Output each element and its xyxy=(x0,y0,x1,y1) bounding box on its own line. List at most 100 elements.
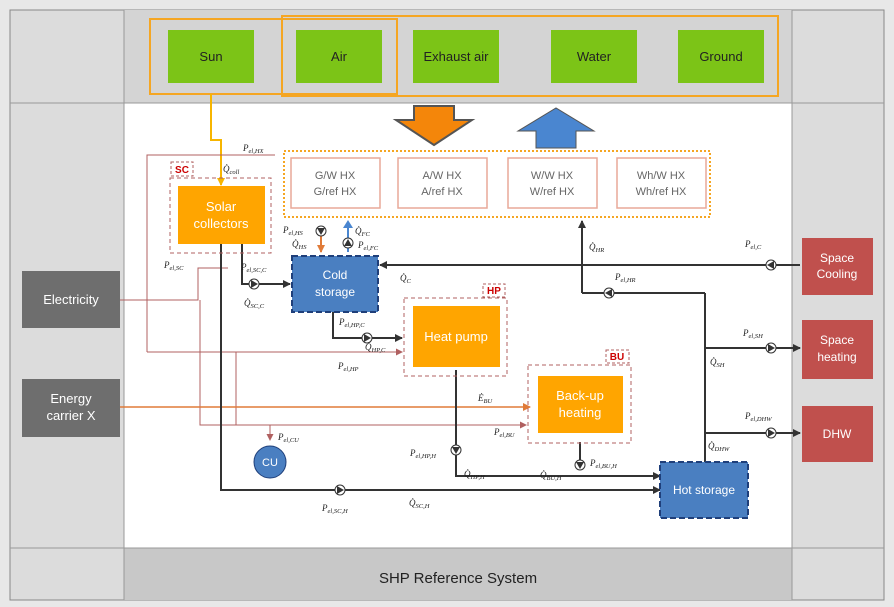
hp-tag: HP xyxy=(482,283,506,298)
source-exhaust-air: Exhaust air xyxy=(413,30,499,83)
bu-tag-label: BU xyxy=(610,352,624,363)
flow-label: Q̇SC,C xyxy=(244,298,265,310)
ambient-sources-outline xyxy=(281,15,779,97)
flow-label: Pel,SH xyxy=(742,328,763,340)
flow-label: Q̇coll xyxy=(223,164,239,176)
hx-air: A/W HX A/ref HX xyxy=(397,157,488,209)
source-water: Water xyxy=(551,30,637,83)
flow-label: Pel,HS xyxy=(282,225,304,237)
flow-label: ĖBU xyxy=(477,393,493,405)
hx-water-line2: W/ref HX xyxy=(530,186,575,198)
flow-label: Pel,FC xyxy=(357,240,379,252)
input-energy-carrier: Energy carrier X xyxy=(22,379,120,437)
heat-down-arrow xyxy=(392,105,476,147)
hx-air-line1: A/W HX xyxy=(422,170,462,182)
heat-pump: Heat pump xyxy=(413,306,500,367)
input-energy-carrier-line1: Energy xyxy=(50,391,92,406)
pump-icon xyxy=(342,237,354,249)
source-air-label: Air xyxy=(331,49,348,64)
pump-icon xyxy=(765,342,777,354)
hx-ground-line1: G/W HX xyxy=(315,170,356,182)
cu-label: CU xyxy=(262,457,278,469)
backup-heating-line2: heating xyxy=(559,405,602,420)
pumps xyxy=(248,225,777,496)
hot-storage-label: Hot storage xyxy=(673,483,735,497)
sc-boundary xyxy=(169,177,272,254)
output-space-cooling-line2: Cooling xyxy=(817,267,858,281)
hx-air-line2: A/ref HX xyxy=(421,186,463,198)
flow-label: Q̇SC,H xyxy=(409,498,430,510)
flow-label: Pel,SC xyxy=(163,260,184,272)
pump-icon xyxy=(361,332,373,344)
flow-label: Pel,HP,C xyxy=(338,317,365,329)
hp-tag-label: HP xyxy=(487,286,501,297)
backup-heating: Back-up heating xyxy=(538,376,623,433)
flow-label: Q̇FC xyxy=(355,226,370,238)
flow-label: Q̇SH xyxy=(710,357,725,369)
solar-collectors: Solar collectors xyxy=(178,186,265,244)
source-ground: Ground xyxy=(678,30,764,83)
flow-label: Pel,HP,H xyxy=(409,448,436,460)
flow-label: Pel,DHW xyxy=(744,411,772,423)
hot-storage: Hot storage xyxy=(659,461,749,519)
source-exhaust-air-label: Exhaust air xyxy=(423,49,489,64)
source-sun: Sun xyxy=(168,30,254,83)
pump-icon xyxy=(248,278,260,290)
source-air: Air xyxy=(296,30,382,83)
solar-air-outline xyxy=(149,18,398,95)
footer-title: SHP Reference System xyxy=(379,570,537,587)
output-space-heating-line1: Space xyxy=(820,333,854,347)
cold-storage: Cold storage xyxy=(291,255,379,313)
backup-heating-line1: Back-up xyxy=(556,388,604,403)
flow-label: Q̇HR xyxy=(589,242,604,254)
connections xyxy=(120,94,801,494)
sc-tag: SC xyxy=(170,161,194,177)
bu-boundary xyxy=(527,364,632,444)
flow-label: Q̇HP,C xyxy=(365,342,386,354)
solar-collectors-line1: Solar xyxy=(206,199,237,214)
hp-boundary xyxy=(403,297,508,377)
flow-label: Q̇BU,H xyxy=(540,470,562,482)
flow-label: Pel,HR xyxy=(614,272,636,284)
pump-icon xyxy=(603,287,615,299)
cold-storage-line1: Cold xyxy=(323,268,348,282)
flow-label: Pel,BU,H xyxy=(589,458,617,470)
hx-waste-heat-line2: Wh/ref HX xyxy=(636,186,687,198)
pump-icon xyxy=(765,427,777,439)
sc-tag-label: SC xyxy=(175,165,189,176)
pump-icon xyxy=(334,484,346,496)
source-sun-label: Sun xyxy=(199,49,222,64)
heat-pump-label: Heat pump xyxy=(424,329,488,344)
flow-label: Q̇HS xyxy=(292,239,307,251)
flow-label: Pel,SC,H xyxy=(321,503,348,515)
flow-label: Pel,HX xyxy=(242,143,265,155)
hx-group-outline xyxy=(283,150,711,218)
hx-water: W/W HX W/ref HX xyxy=(507,157,598,209)
pump-icon xyxy=(765,259,777,271)
cold-storage-line2: storage xyxy=(315,285,355,299)
output-dhw-label: DHW xyxy=(823,427,852,441)
hx-waste-heat-line1: Wh/W HX xyxy=(637,170,686,182)
flow-label: Pel,BU xyxy=(493,427,516,439)
hx-ground-line2: G/ref HX xyxy=(314,186,357,198)
hx-water-line1: W/W HX xyxy=(531,170,574,182)
flow-label: Q̇C xyxy=(400,273,412,285)
solar-collectors-line2: collectors xyxy=(194,216,249,231)
bu-tag: BU xyxy=(605,349,630,364)
output-space-cooling: Space Cooling xyxy=(802,238,873,295)
flow-label: Pel,C xyxy=(744,239,762,251)
flow-labels: Pel,HX Q̇coll Pel,HS Q̇HS Q̇FC Pel,FC Q̇… xyxy=(163,143,772,515)
source-water-label: Water xyxy=(577,49,612,64)
input-energy-carrier-line2: carrier X xyxy=(46,408,95,423)
source-ground-label: Ground xyxy=(699,49,742,64)
flow-label: Q̇HP,H xyxy=(464,469,485,481)
flow-label: Pel,SC,C xyxy=(240,262,267,274)
hx-ground: G/W HX G/ref HX xyxy=(290,157,381,209)
input-electricity-label: Electricity xyxy=(43,292,99,307)
input-electricity: Electricity xyxy=(22,271,120,328)
hx-waste-heat: Wh/W HX Wh/ref HX xyxy=(616,157,707,209)
pump-icon xyxy=(574,459,586,471)
output-space-cooling-line1: Space xyxy=(820,251,854,265)
output-space-heating: Space heating xyxy=(802,320,873,379)
